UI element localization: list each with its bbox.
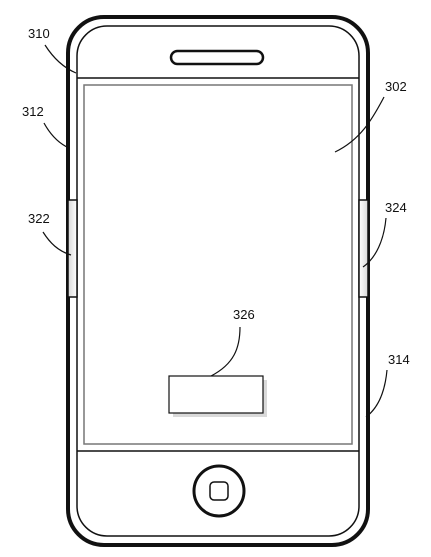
- speaker-slot: [169, 49, 265, 66]
- leader-line-322: [42, 231, 72, 256]
- label-322: 322: [28, 211, 50, 226]
- leader-line-326: [210, 326, 241, 377]
- label-302: 302: [385, 79, 407, 94]
- home-button-glyph: [209, 481, 229, 501]
- label-326: 326: [233, 307, 255, 322]
- on-screen-button: [168, 375, 264, 414]
- leader-line-310: [44, 44, 77, 74]
- label-312: 312: [22, 104, 44, 119]
- label-310: 310: [28, 26, 50, 41]
- home-button-outer: [192, 464, 246, 518]
- leader-line-302: [334, 96, 385, 153]
- leader-line-324: [362, 217, 387, 268]
- leader-line-312: [43, 122, 70, 149]
- label-324: 324: [385, 200, 407, 215]
- right-side-button: [358, 199, 369, 298]
- left-side-button: [67, 199, 78, 298]
- leader-line-314: [365, 369, 388, 418]
- label-314: 314: [388, 352, 410, 367]
